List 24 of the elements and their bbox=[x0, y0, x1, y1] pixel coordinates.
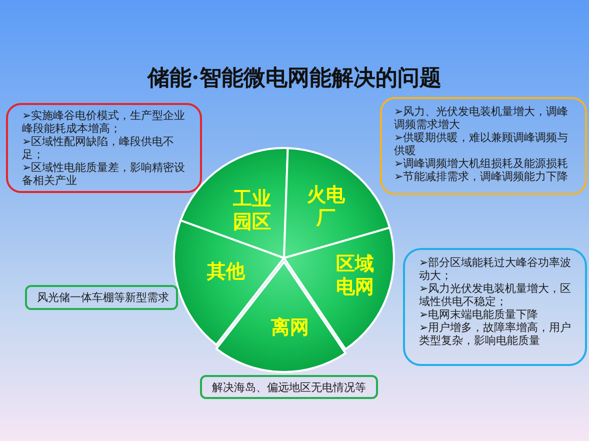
bullet-text: ➢电网末端电能质量下降 bbox=[419, 308, 540, 321]
title: 储能·智能微电网能解决的问题 bbox=[146, 64, 442, 92]
slice-label: 区域电网 bbox=[335, 253, 375, 299]
bullet-text: ➢部分区域能耗过大峰谷功率波动大； bbox=[419, 256, 572, 282]
note-text: 解决海岛、偏远地区无电情况等 bbox=[212, 381, 367, 394]
slice-label: 工业园区 bbox=[232, 188, 272, 234]
bullet-text: ➢调峰调频增大机组损耗及能源损耗 bbox=[394, 157, 570, 170]
slice-label: 其他 bbox=[207, 260, 245, 284]
callout-box bbox=[25, 285, 178, 310]
bullet-text: ➢用户增多，故障率增高，用户类型复杂，影响电能质量 bbox=[419, 321, 572, 347]
note-text: 风光储一体车棚等新型需求 bbox=[37, 291, 170, 304]
bullet-text: ➢风力、光伏发电装机量增大，调峰调频需求增大 bbox=[394, 105, 570, 131]
callout-box bbox=[403, 248, 587, 366]
bullet-text: ➢节能减排需求，调峰调频能力下降 bbox=[394, 170, 570, 183]
callout-box bbox=[380, 97, 587, 195]
bullet-text: ➢风力光伏发电装机量增大，区域性供电不稳定； bbox=[419, 282, 572, 308]
bullet-text: ➢实施峰谷电价模式，生产型企业峰段能耗成本增高； bbox=[22, 109, 186, 135]
slice-label: 离网 bbox=[271, 316, 309, 340]
bullet-text: ➢供暖期供暖，难以兼顾调峰调频与供暖 bbox=[394, 131, 570, 157]
callout-box bbox=[200, 375, 378, 399]
bullet-text: ➢区域性电能质量差，影响精密设备相关产业 bbox=[22, 161, 186, 187]
bullet-text: ➢区域性配网缺陷，峰段供电不足； bbox=[22, 135, 176, 161]
callout-box bbox=[6, 103, 202, 193]
slice-label: 火电厂 bbox=[306, 184, 346, 230]
